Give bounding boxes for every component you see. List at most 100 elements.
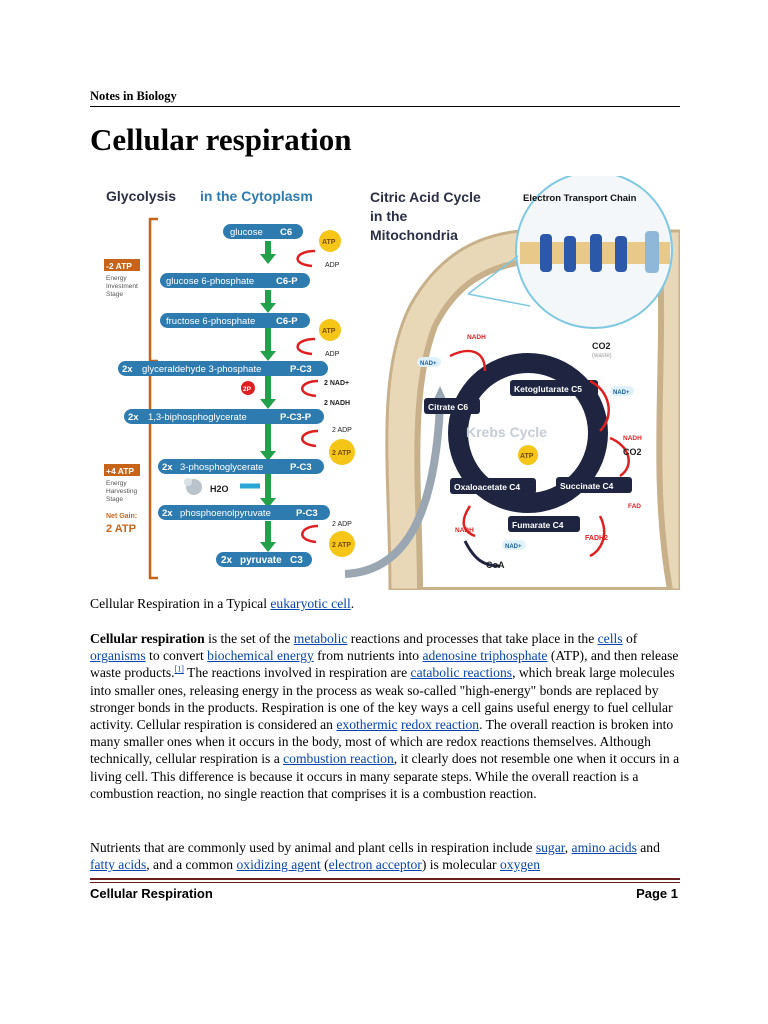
krebs-nad-badge-3: NAD+ [502,540,526,550]
krebs-ketoglutarate: Ketoglutarate C5 [514,384,582,394]
link-fatty-acids[interactable]: fatty acids [90,857,147,873]
p1-text-8: , which break large molecules into small… [90,665,675,733]
krebs-nad-label: NAD+ [420,361,437,367]
paragraph-nutrients: Nutrients that are commonly used by anim… [90,839,682,873]
glycolysis-subtitle: in the Cytoplasm [200,188,313,204]
krebs-succinate: Succinate C4 [560,481,614,491]
link-adenosine-triphosphate[interactable]: adenosine triphosphate [422,648,548,664]
p1-text-4: to convert [145,648,208,664]
link-redox-reaction[interactable]: redox reaction [400,717,480,733]
molecule-mult: 2x [162,508,173,519]
atp-burst-3: 2 ATP [329,439,355,465]
citric-title-2: in the [370,208,408,224]
link-metabolic[interactable]: metabolic [293,631,348,646]
two-p-badge: 2P [241,381,255,395]
glycolysis-arrows [260,241,276,552]
footer-title: Cellular Respiration [90,886,213,901]
investment-label-3: Stage [106,291,123,298]
molecule-formula: C6-P [276,276,298,287]
adp-label: ADP [325,351,340,358]
caption-text: Cellular Respiration in a Typical [90,596,271,611]
header-rule [90,106,680,107]
krebs-nadh-1: NADH [467,334,486,341]
two-nadh-label: 2 NADH [324,400,350,407]
adp-label: ADP [325,262,340,269]
harvest-atp: +4 ATP [106,466,134,476]
molecule-name: glucose [230,227,263,238]
harvest-label-2: Harvesting [106,488,137,495]
molecule-mult: 2x [122,364,133,375]
molecule-glucose: glucose C6 [223,224,303,239]
p1-text-7: The reactions involved in respiration ar… [183,665,411,681]
link-combustion-reaction[interactable]: combustion reaction [283,751,394,767]
krebs-nadh-3: NADH [455,527,474,534]
molecule-formula: P-C3-P [280,412,312,423]
krebs-nad-badge-1: NAD+ [417,357,441,367]
p2-text-6: ) is molecular [421,857,500,873]
p1-text-2: reactions and processes that take place … [347,631,598,646]
caption-end: . [350,596,355,611]
footer-rule-thick [90,878,680,880]
page-title: Cellular respiration [90,122,352,157]
krebs-nad-badge-2: NAD+ [610,386,634,396]
krebs-co2-note: (waste) [592,353,612,359]
two-nad-label: 2 NAD+ [324,380,349,387]
p2-text-1: Nutrients that are commonly used by anim… [90,840,536,855]
molecule-mult: 2x [221,555,233,566]
krebs-name: Krebs Cycle [466,424,547,440]
link-sugar[interactable]: sugar [535,840,565,855]
link-eukaryotic-cell[interactable]: eukaryotic cell [270,596,351,611]
pyruvate-to-krebs-arrow [344,405,444,578]
molecule-formula: C6 [280,227,292,238]
molecule-name: glucose 6-phosphate [166,276,254,287]
investment-atp-badge [104,259,140,271]
molecule-formula: C6-P [276,316,298,327]
two-adp-label: 2 ADP [332,521,352,528]
krebs-red-arrows [449,349,630,558]
link-oxidizing-agent[interactable]: oxidizing agent [236,857,321,873]
net-gain-label: Net Gain: [106,513,137,520]
net-gain-value: 2 ATP [106,523,136,535]
two-adp-label: 2 ADP [332,427,352,434]
coa-arrow [463,540,501,568]
molecule-name: fructose 6-phosphate [166,316,255,327]
krebs-atp: ATP [520,453,534,460]
p1-text-1: is the set of the [204,631,294,646]
p1-text-6: (ATP), and then release waste products. [90,648,679,681]
harvest-atp-badge [104,464,140,476]
molecule-name: glyceraldehyde 3-phosphate [142,364,261,375]
link-biochemical-energy[interactable]: biochemical energy [207,648,314,664]
p1-text-10: . The overall reaction is broken into ma… [90,717,674,767]
molecule-formula: C3 [290,555,303,566]
harvest-label-3: Stage [106,496,123,503]
link-electron-acceptor[interactable]: electron acceptor [328,857,422,873]
link-exothermic[interactable]: exothermic [336,717,398,733]
krebs-nadh-2: NADH [623,435,642,442]
molecule-name: phosphoenolpyruvate [180,508,271,519]
water-molecule [184,478,202,495]
molecule-mult: 2x [128,412,139,423]
krebs-cycle: Krebs Cycle Citrate C6 Ketoglutarate C5 … [424,353,632,532]
krebs-fad: FAD [628,503,641,510]
molecule-1-3-biphosphoglycerate: 2x 1,3-biphosphoglycerate P-C3-P [124,409,324,424]
link-amino-acids[interactable]: amino acids [571,840,637,855]
atp-burst-1: ATP [319,230,341,252]
p2-text-2: , [564,840,572,855]
krebs-co2-1: CO2 [592,341,611,351]
etc-zoom: Electron Transport Chain [467,176,673,329]
link-organisms[interactable]: organisms [90,648,146,664]
glycolysis-title: Glycolysis [106,188,176,204]
link-oxygen[interactable]: oxygen [499,857,540,873]
stage-bracket [148,217,158,580]
molecule-formula: P-C3 [296,508,318,519]
reference-1[interactable]: [1] [174,664,184,674]
krebs-atp-burst: ATP [518,445,538,465]
molecule-fructose-6-phosphate: fructose 6-phosphate C6-P [160,313,310,328]
molecule-pyruvate: 2x pyruvate C3 [216,552,312,567]
p2-text-4: , and a common [146,857,237,873]
investment-atp: -2 ATP [106,261,132,271]
link-cells[interactable]: cells [597,631,623,646]
link-catabolic-reactions[interactable]: catabolic reactions [410,665,513,681]
water-label: H2O [210,484,229,494]
mitochondria-inner [414,258,674,590]
